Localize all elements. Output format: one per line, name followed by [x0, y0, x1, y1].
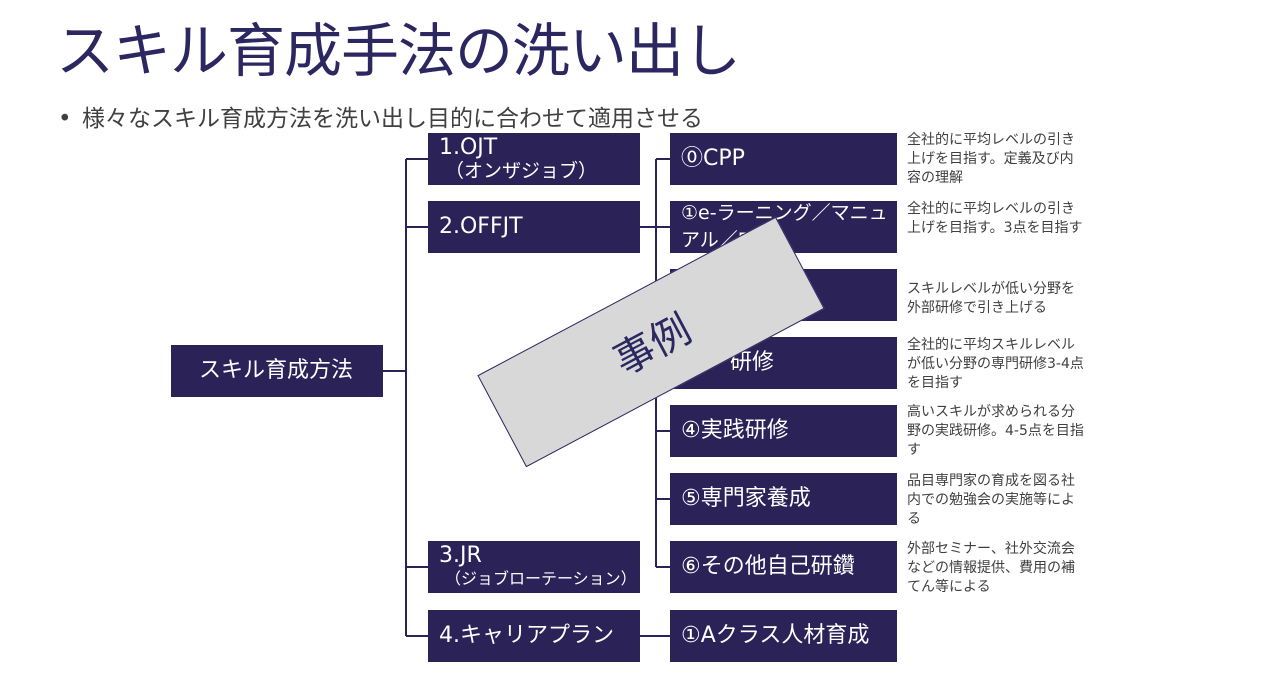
l2-aclass-label: ①Aクラス人材育成 [681, 623, 870, 648]
bullet-text: • 様々なスキル育成方法を洗い出し目的に合わせて適用させる [58, 99, 703, 133]
l1-career-label: 4.キャリアプラン [439, 623, 614, 648]
l1-jr-label: 3.JR [439, 543, 482, 568]
page-title: スキル育成手法の洗い出し [56, 17, 741, 85]
l1-offjt-box: 2.OFFJT [428, 201, 640, 253]
desc-elearning: 全社的に平均レベルの引き上げを目指す。3点を目指す [907, 201, 1083, 236]
l2-expert-box: ⑤専門家養成 [670, 473, 897, 525]
desc-practical: 高いスキルが求められる分野の実践研修。4-5点を目指す [907, 404, 1084, 458]
root-label: スキル育成方法 [199, 358, 354, 383]
desc-cpp: 全社的に平均レベルの引き上げを目指す。定義及び内容の理解 [907, 132, 1075, 186]
l2-practical-label: ④実践研修 [681, 418, 789, 443]
example-overlay-label: 事例 [606, 306, 699, 385]
l1-jr-sub: （ジョブローテーション） [445, 569, 637, 588]
desc-expert: 品目専門家の育成を図る社内での勉強会の実施等による [907, 473, 1075, 527]
l2-cpp-label: ⓪CPP [681, 146, 745, 171]
root-box: スキル育成方法 [171, 345, 383, 397]
l2-cpp-box: ⓪CPP [670, 133, 897, 185]
l2-specialist-training-label: 研修 [730, 350, 775, 375]
l2-expert-label: ⑤専門家養成 [681, 486, 811, 511]
desc-self-study: 外部セミナー、社外交流会などの情報提供、費用の補てん等による [907, 541, 1075, 595]
l2-self-study-label: ⑥その他自己研鑽 [681, 554, 855, 579]
bullet-dot: • [58, 106, 72, 132]
l2-elearning-box: ①e-ラーニング／マニュアル／DV [670, 201, 897, 253]
l1-offjt-label: 2.OFFJT [439, 214, 523, 239]
l1-ojt-label: 1.OJT [439, 135, 498, 160]
l2-self-study-box: ⑥その他自己研鑽 [670, 541, 897, 593]
l2-aclass-box: ①Aクラス人材育成 [670, 610, 897, 662]
l1-ojt-box: 1.OJT （オンザジョブ） [428, 133, 640, 185]
l1-jr-box: 3.JR （ジョブローテーション） [428, 541, 640, 593]
l1-ojt-sub: （オンザジョブ） [445, 160, 598, 182]
bullet-label: 様々なスキル育成方法を洗い出し目的に合わせて適用させる [82, 106, 703, 132]
l2-practical-box: ④実践研修 [670, 405, 897, 457]
l1-career-box: 4.キャリアプラン [428, 610, 640, 662]
desc-external: スキルレベルが低い分野を外部研修で引き上げる [907, 281, 1075, 316]
desc-specialist-training: 全社的に平均スキルレベルが低い分野の専門研修3-4点を目指す [907, 337, 1084, 391]
